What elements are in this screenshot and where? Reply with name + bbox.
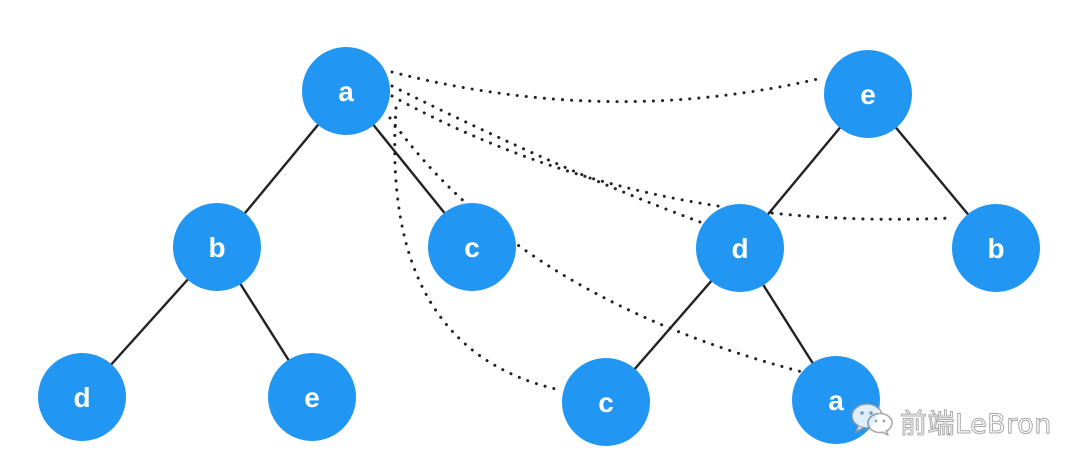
- tree-node-L_e: e: [268, 353, 356, 441]
- comparison-edges: [388, 70, 954, 392]
- tree-node-R_b: b: [952, 204, 1040, 292]
- node-label: a: [338, 76, 354, 107]
- node-label: a: [828, 385, 844, 416]
- node-circle: [696, 204, 784, 292]
- wechat-icon: [850, 402, 894, 441]
- watermark-text: 前端LeBron: [900, 409, 1052, 441]
- tree-node-R_e: e: [824, 50, 912, 138]
- comparison-edge-L_a-R_e: [390, 70, 824, 104]
- node-label: d: [731, 233, 748, 264]
- tree-node-L_d: d: [38, 353, 126, 441]
- node-circle: [38, 353, 126, 441]
- node-circle: [428, 203, 516, 291]
- comparison-edge-L_a-R_d: [390, 84, 702, 224]
- node-label: e: [304, 382, 320, 413]
- tree-nodes: a b c d e e d b c a: [38, 47, 1040, 446]
- node-label: e: [860, 79, 876, 110]
- tree-node-R_d: d: [696, 204, 784, 292]
- node-label: c: [598, 387, 614, 418]
- node-circle: [268, 353, 356, 441]
- node-circle: [952, 204, 1040, 292]
- tree-node-L_b: b: [173, 203, 261, 291]
- node-circle: [173, 203, 261, 291]
- node-label: b: [987, 233, 1004, 264]
- comparison-edge-L_a-R_b: [390, 94, 954, 221]
- node-circle: [302, 47, 390, 135]
- tree-node-L_a: a: [302, 47, 390, 135]
- tree-node-L_c: c: [428, 203, 516, 291]
- node-circle: [824, 50, 912, 138]
- node-label: d: [73, 382, 90, 413]
- node-label: c: [464, 232, 480, 263]
- node-circle: [562, 358, 650, 446]
- node-label: b: [208, 232, 225, 263]
- watermark: 前端LeBron: [850, 402, 1052, 441]
- tree-node-R_c: c: [562, 358, 650, 446]
